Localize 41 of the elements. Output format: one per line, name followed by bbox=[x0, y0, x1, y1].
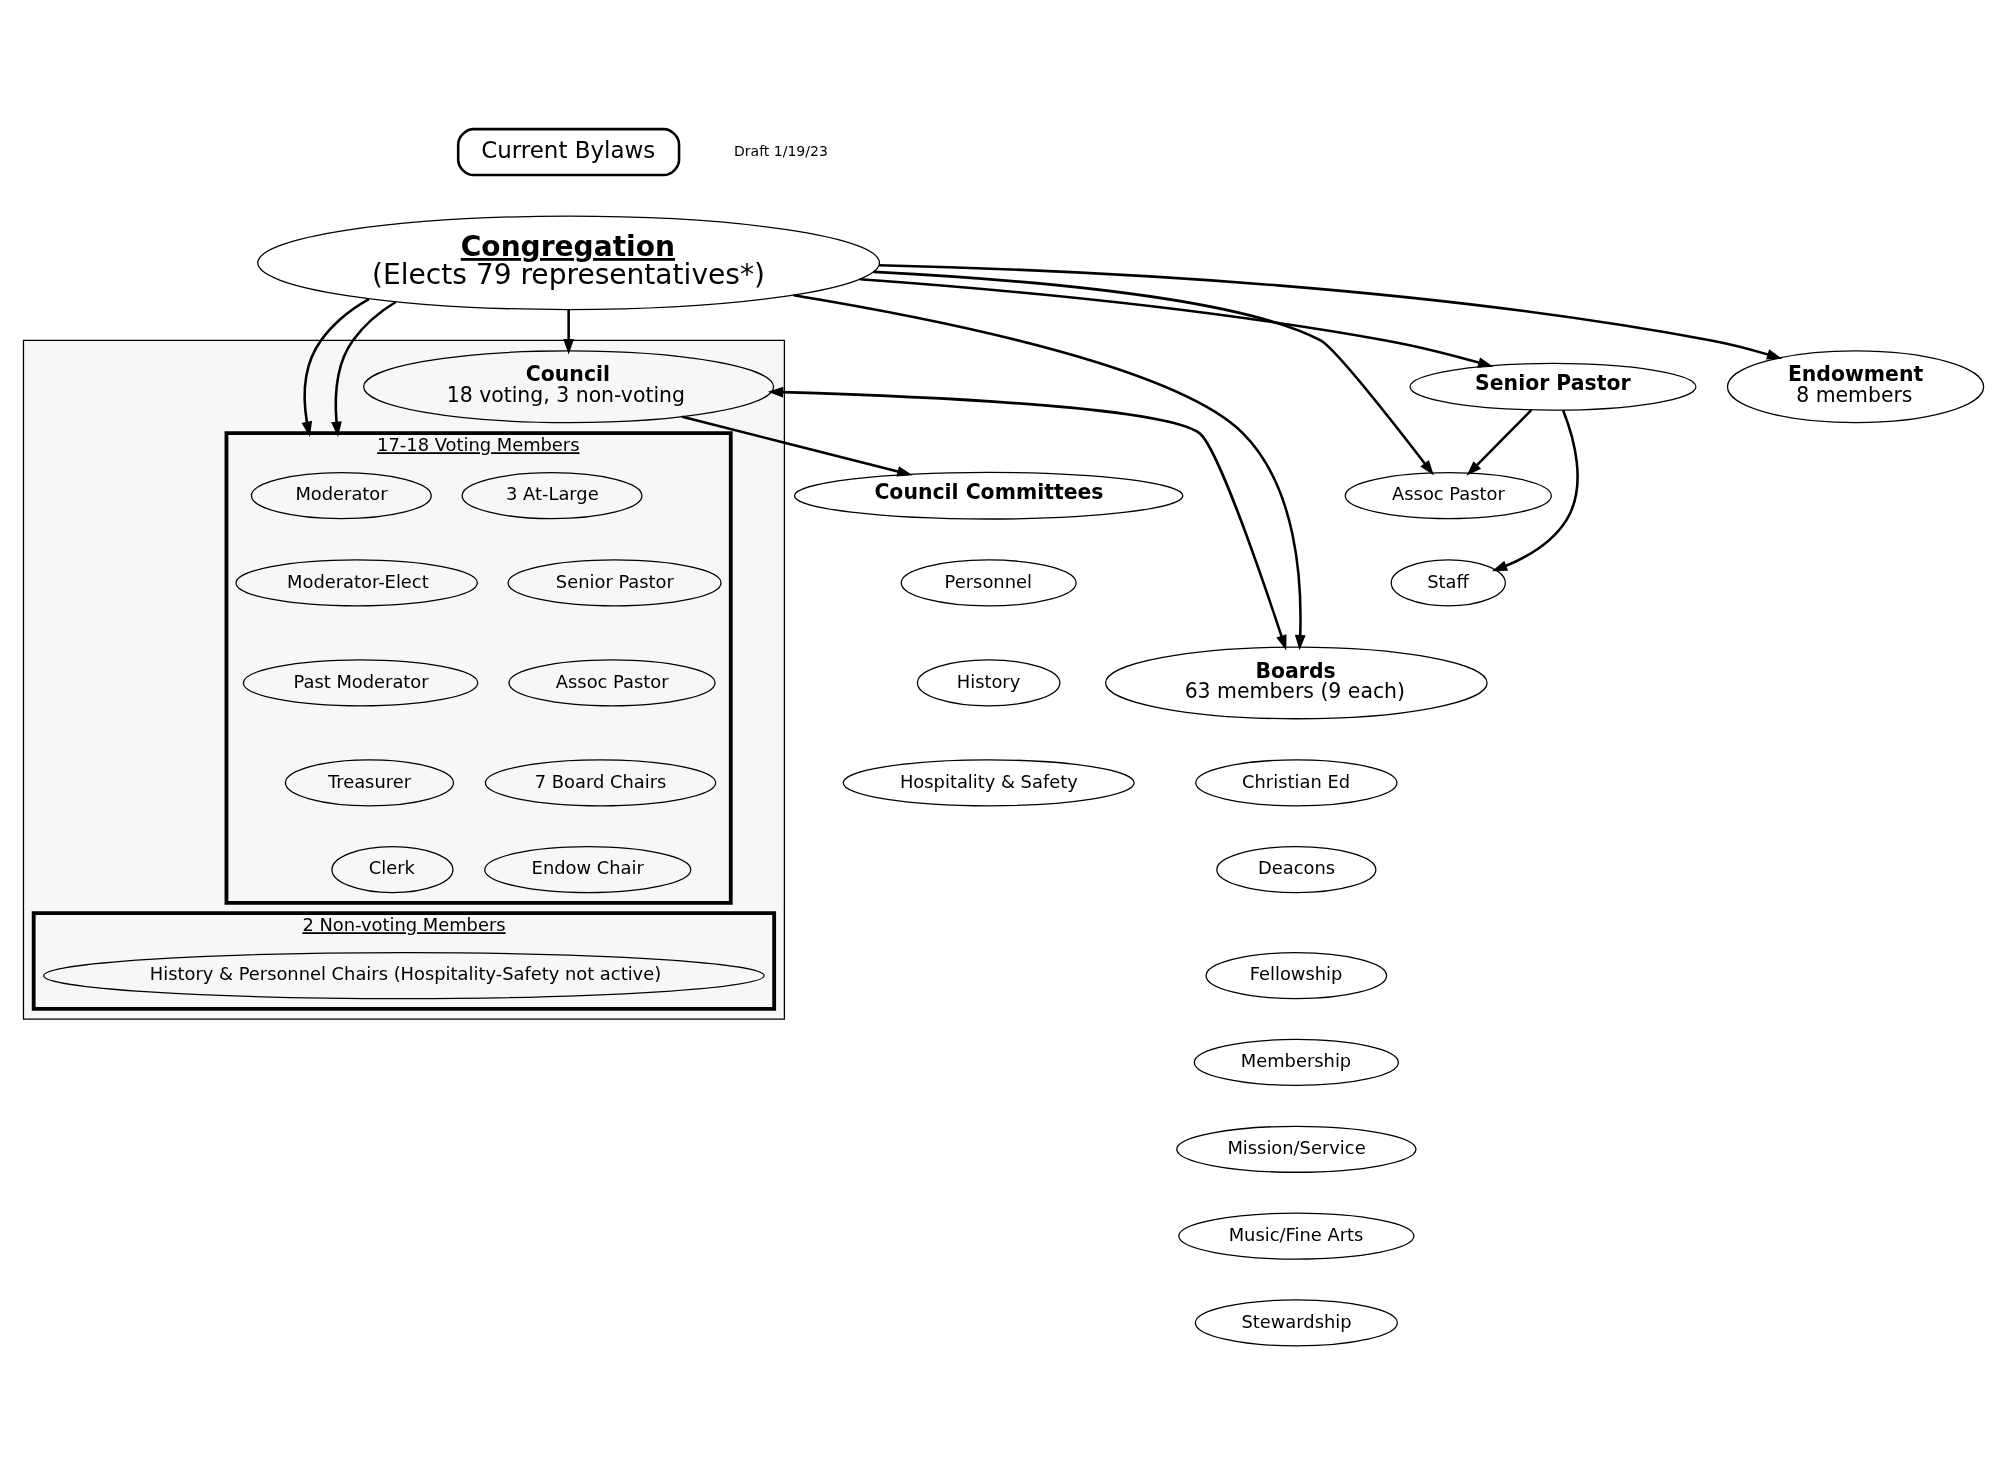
node-ellipse: Music/Fine Arts bbox=[1178, 1211, 1415, 1260]
node-ellipse: Mission/Service bbox=[1176, 1125, 1417, 1173]
node-ellipse: Boards 63 members (9 each) bbox=[1104, 645, 1488, 719]
arrow bbox=[331, 300, 397, 437]
node-ellipse: 3 At-Large bbox=[461, 471, 643, 519]
node-ellipse: Congregation (Elects 79 representatives*) bbox=[257, 215, 881, 310]
arrow bbox=[1491, 409, 1579, 571]
node-ellipse: Christian Ed bbox=[1195, 758, 1398, 806]
label: Draft 1/19/23 bbox=[733, 142, 828, 159]
node-ellipse: Staff bbox=[1390, 558, 1506, 607]
node-box: Current Bylaws bbox=[456, 127, 681, 176]
node-ellipse: Treasurer bbox=[284, 758, 455, 806]
node-ellipse: Fellowship bbox=[1205, 951, 1388, 999]
node-ellipse: Stewardship bbox=[1194, 1298, 1398, 1347]
node-ellipse: Council Committees bbox=[793, 471, 1184, 520]
arrow bbox=[767, 386, 1287, 650]
node-ellipse: Past Moderator bbox=[242, 658, 479, 707]
node-ellipse: History & Personnel Chairs (Hospitality-Safety not active) bbox=[43, 951, 765, 999]
arrow bbox=[873, 270, 1434, 475]
node-ellipse: 7 Board Chairs bbox=[484, 758, 717, 806]
arrow bbox=[1466, 408, 1533, 476]
node-ellipse: Hospitality & Safety bbox=[842, 758, 1135, 806]
node-ellipse: Personnel bbox=[900, 558, 1077, 607]
node-ellipse: Clerk bbox=[331, 845, 454, 893]
node-ellipse: Moderator-Elect bbox=[235, 558, 478, 607]
node-ellipse: Senior Pastor bbox=[1409, 362, 1697, 411]
node-ellipse: Membership bbox=[1193, 1038, 1399, 1086]
node-ellipse: Endow Chair bbox=[484, 845, 692, 893]
arrow bbox=[681, 415, 913, 477]
node-ellipse: Senior Pastor bbox=[507, 558, 722, 607]
arrow bbox=[301, 297, 370, 437]
node-ellipse: Assoc Pastor bbox=[1344, 471, 1552, 519]
arrow bbox=[563, 309, 574, 354]
node-ellipse: Council 18 voting, 3 non-voting bbox=[363, 349, 775, 423]
arrow bbox=[793, 293, 1306, 650]
node-ellipse: Assoc Pastor bbox=[508, 658, 716, 707]
arrow bbox=[879, 263, 1783, 360]
node-ellipse: Deacons bbox=[1216, 845, 1377, 893]
node-ellipse: History bbox=[916, 658, 1061, 707]
arrow bbox=[859, 277, 1494, 368]
node-ellipse: Moderator bbox=[250, 471, 432, 519]
